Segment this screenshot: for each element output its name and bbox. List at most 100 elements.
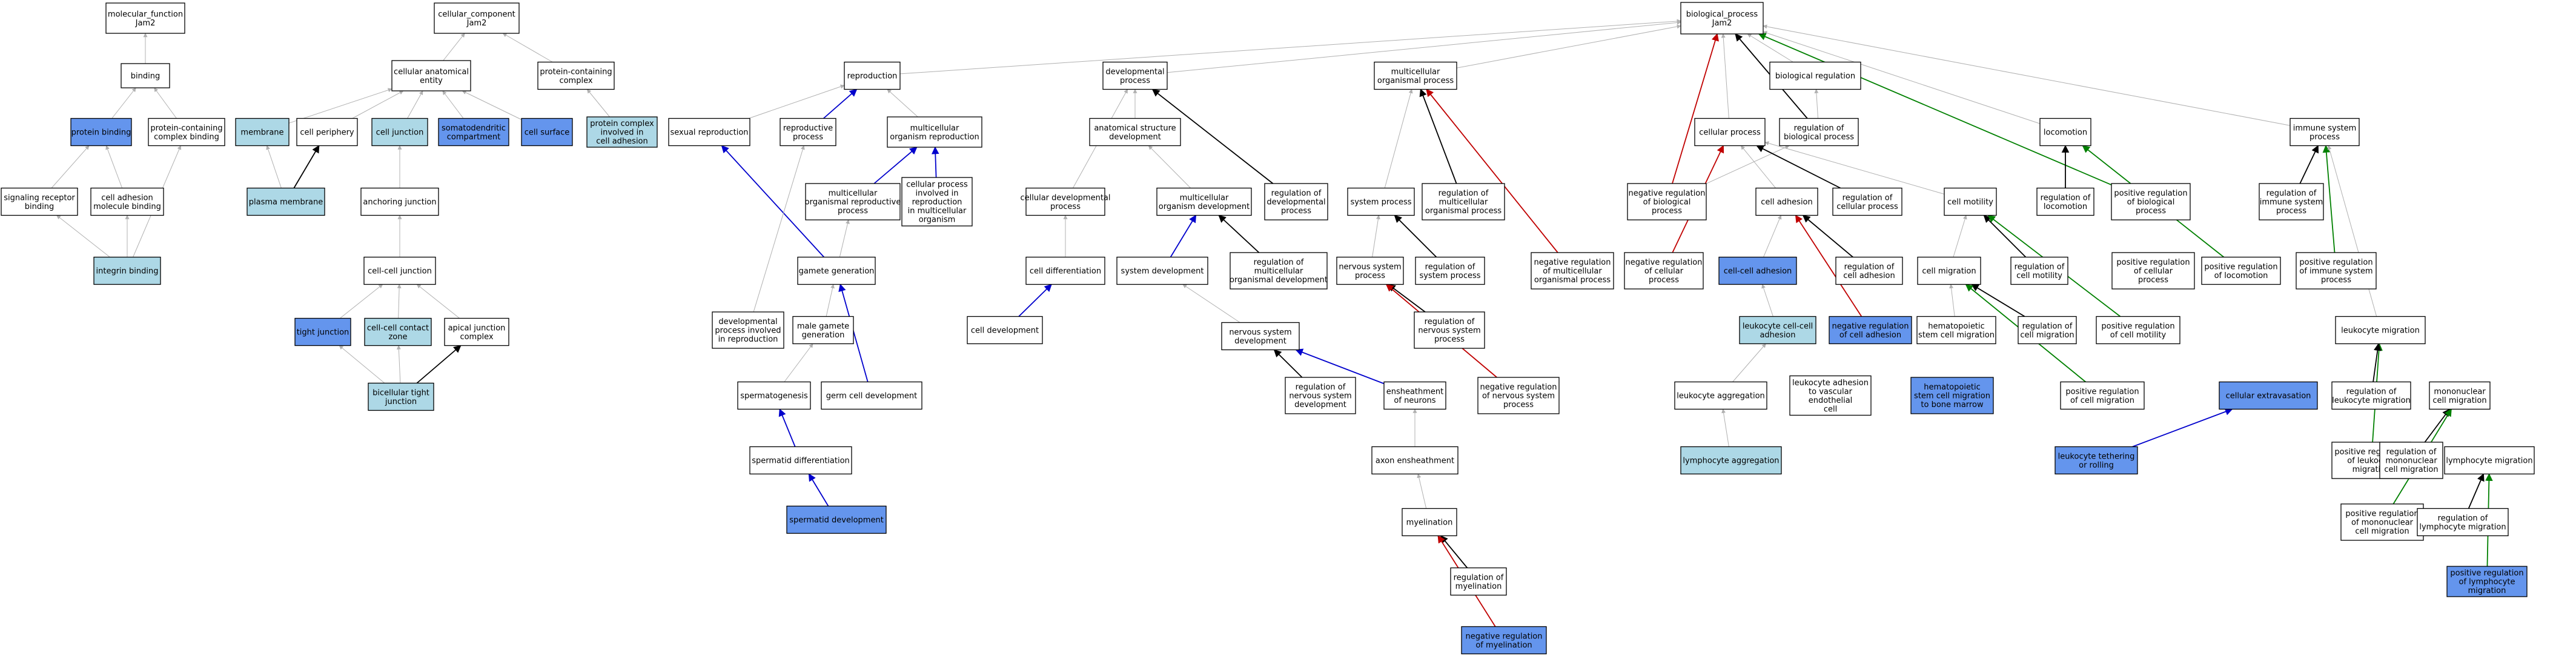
node-cellcell[interactable]: cell-cell junction: [363, 256, 436, 285]
node-binding[interactable]: binding: [121, 63, 170, 88]
node-bioreg[interactable]: biological regulation: [1769, 61, 1861, 90]
node-cellextrav[interactable]: cellular extravasation: [2219, 381, 2318, 410]
node-celldiff[interactable]: cell differentiation: [1025, 256, 1105, 285]
node-lymphomig[interactable]: lymphocyte migration: [2444, 446, 2535, 475]
node-proteinbinding[interactable]: protein binding: [70, 118, 132, 147]
node-celladh[interactable]: cell adhesion: [1755, 187, 1818, 216]
node-sysdev[interactable]: system development: [1116, 256, 1208, 285]
node-germdev[interactable]: germ cell development: [821, 381, 922, 410]
node-cellproc[interactable]: cellular process: [1694, 118, 1766, 147]
node-sysproc[interactable]: system process: [1347, 187, 1415, 216]
node-leukoagg[interactable]: leukocyte aggregation: [1674, 381, 1767, 410]
node-cellsurface[interactable]: cell surface: [521, 118, 573, 147]
node-gamete[interactable]: gamete generation: [797, 256, 876, 285]
node-spermatogenesis[interactable]: spermatogenesis: [737, 381, 811, 410]
node-leukomig[interactable]: leukocyte migration: [2335, 316, 2426, 345]
node-myelination[interactable]: myelination: [1402, 508, 1457, 537]
node-spermdev[interactable]: spermatid development: [786, 505, 887, 534]
node-cellmotility[interactable]: cell motility: [1944, 187, 1997, 216]
node-plasmamem[interactable]: plasma membrane: [247, 187, 325, 216]
node-sexrep[interactable]: sexual reproduction: [668, 118, 750, 147]
node-cellcelladh[interactable]: cell-cell adhesion: [1718, 256, 1797, 285]
node-spermdiff[interactable]: spermatid differentiation: [749, 446, 852, 475]
node-integrin[interactable]: integrin binding: [93, 256, 161, 285]
node-tightj[interactable]: tight junction: [294, 317, 351, 346]
node-axonens[interactable]: axon ensheathment: [1371, 446, 1459, 475]
node-celldev[interactable]: cell development: [967, 316, 1043, 345]
node-anchoring[interactable]: anchoring junction: [360, 187, 439, 216]
node-reproduction[interactable]: reproduction: [844, 61, 901, 90]
node-cellperiphery[interactable]: cell periphery: [296, 118, 358, 147]
node-membrane[interactable]: membrane: [235, 118, 290, 147]
node-locomotion[interactable]: locomotion: [2039, 118, 2091, 147]
node-celljunction[interactable]: cell junction: [371, 118, 428, 147]
node-cellmig[interactable]: cell migration: [1917, 256, 1981, 285]
node-lymphoagg[interactable]: lymphocyte aggregation: [1680, 446, 1782, 475]
